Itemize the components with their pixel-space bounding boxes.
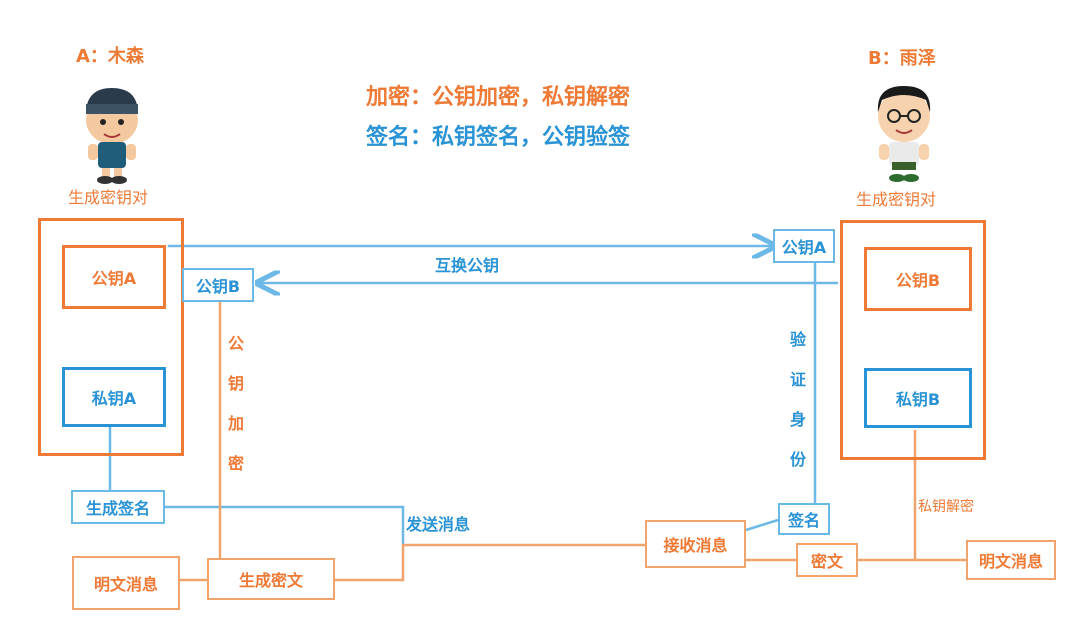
verify-char: 身 [790,410,807,429]
send-label: 发送消息 [406,515,471,534]
verify-vertical-label: 验 证 身 份 [790,326,806,470]
signature-box: 签名 [778,503,830,535]
legend-sign: 签名：私钥签名，公钥验签 [366,125,631,150]
user-a-name: A：木森 [76,46,144,67]
a-public-key: 公钥A [62,245,166,309]
verify-char: 证 [790,370,807,389]
received-public-key-b: 公钥B [182,268,254,302]
b-keypair-frame [840,220,986,460]
user-a-caption: 生成密钥对 [68,188,149,207]
legend-encrypt: 加密：公钥加密，私钥解密 [366,85,631,110]
decrypt-label: 私钥解密 [918,499,974,515]
cipher-send-line [335,543,645,582]
make-signature-box: 生成签名 [71,490,165,524]
encrypt-char: 公 [228,334,245,353]
verify-char: 份 [790,450,807,469]
user-b-name: B：雨泽 [868,48,936,69]
ciphertext-box: 密文 [796,543,858,577]
b-public-key: 公钥B [864,247,972,311]
receive-box: 接收消息 [645,520,746,568]
encrypt-char: 密 [228,454,245,473]
receive-to-signature-line [745,518,779,532]
avatar-b-icon [877,86,931,182]
a-private-key: 私钥A [62,367,166,427]
user-b-caption: 生成密钥对 [856,190,937,209]
a-keypair-frame [38,218,184,456]
verify-char: 验 [790,330,807,349]
b-private-key: 私钥B [864,368,972,428]
received-public-key-a: 公钥A [773,229,835,263]
encrypt-char: 加 [228,414,245,433]
plaintext-a-box: 明文消息 [72,556,180,610]
exchange-label: 互换公钥 [435,256,500,275]
signature-send-line [165,505,405,545]
make-ciphertext-box: 生成密文 [207,558,335,600]
encrypt-char: 钥 [228,374,245,393]
avatar-a-icon [86,88,138,184]
encrypt-vertical-label: 公 钥 加 密 [228,330,244,474]
plaintext-b-box: 明文消息 [966,540,1056,580]
